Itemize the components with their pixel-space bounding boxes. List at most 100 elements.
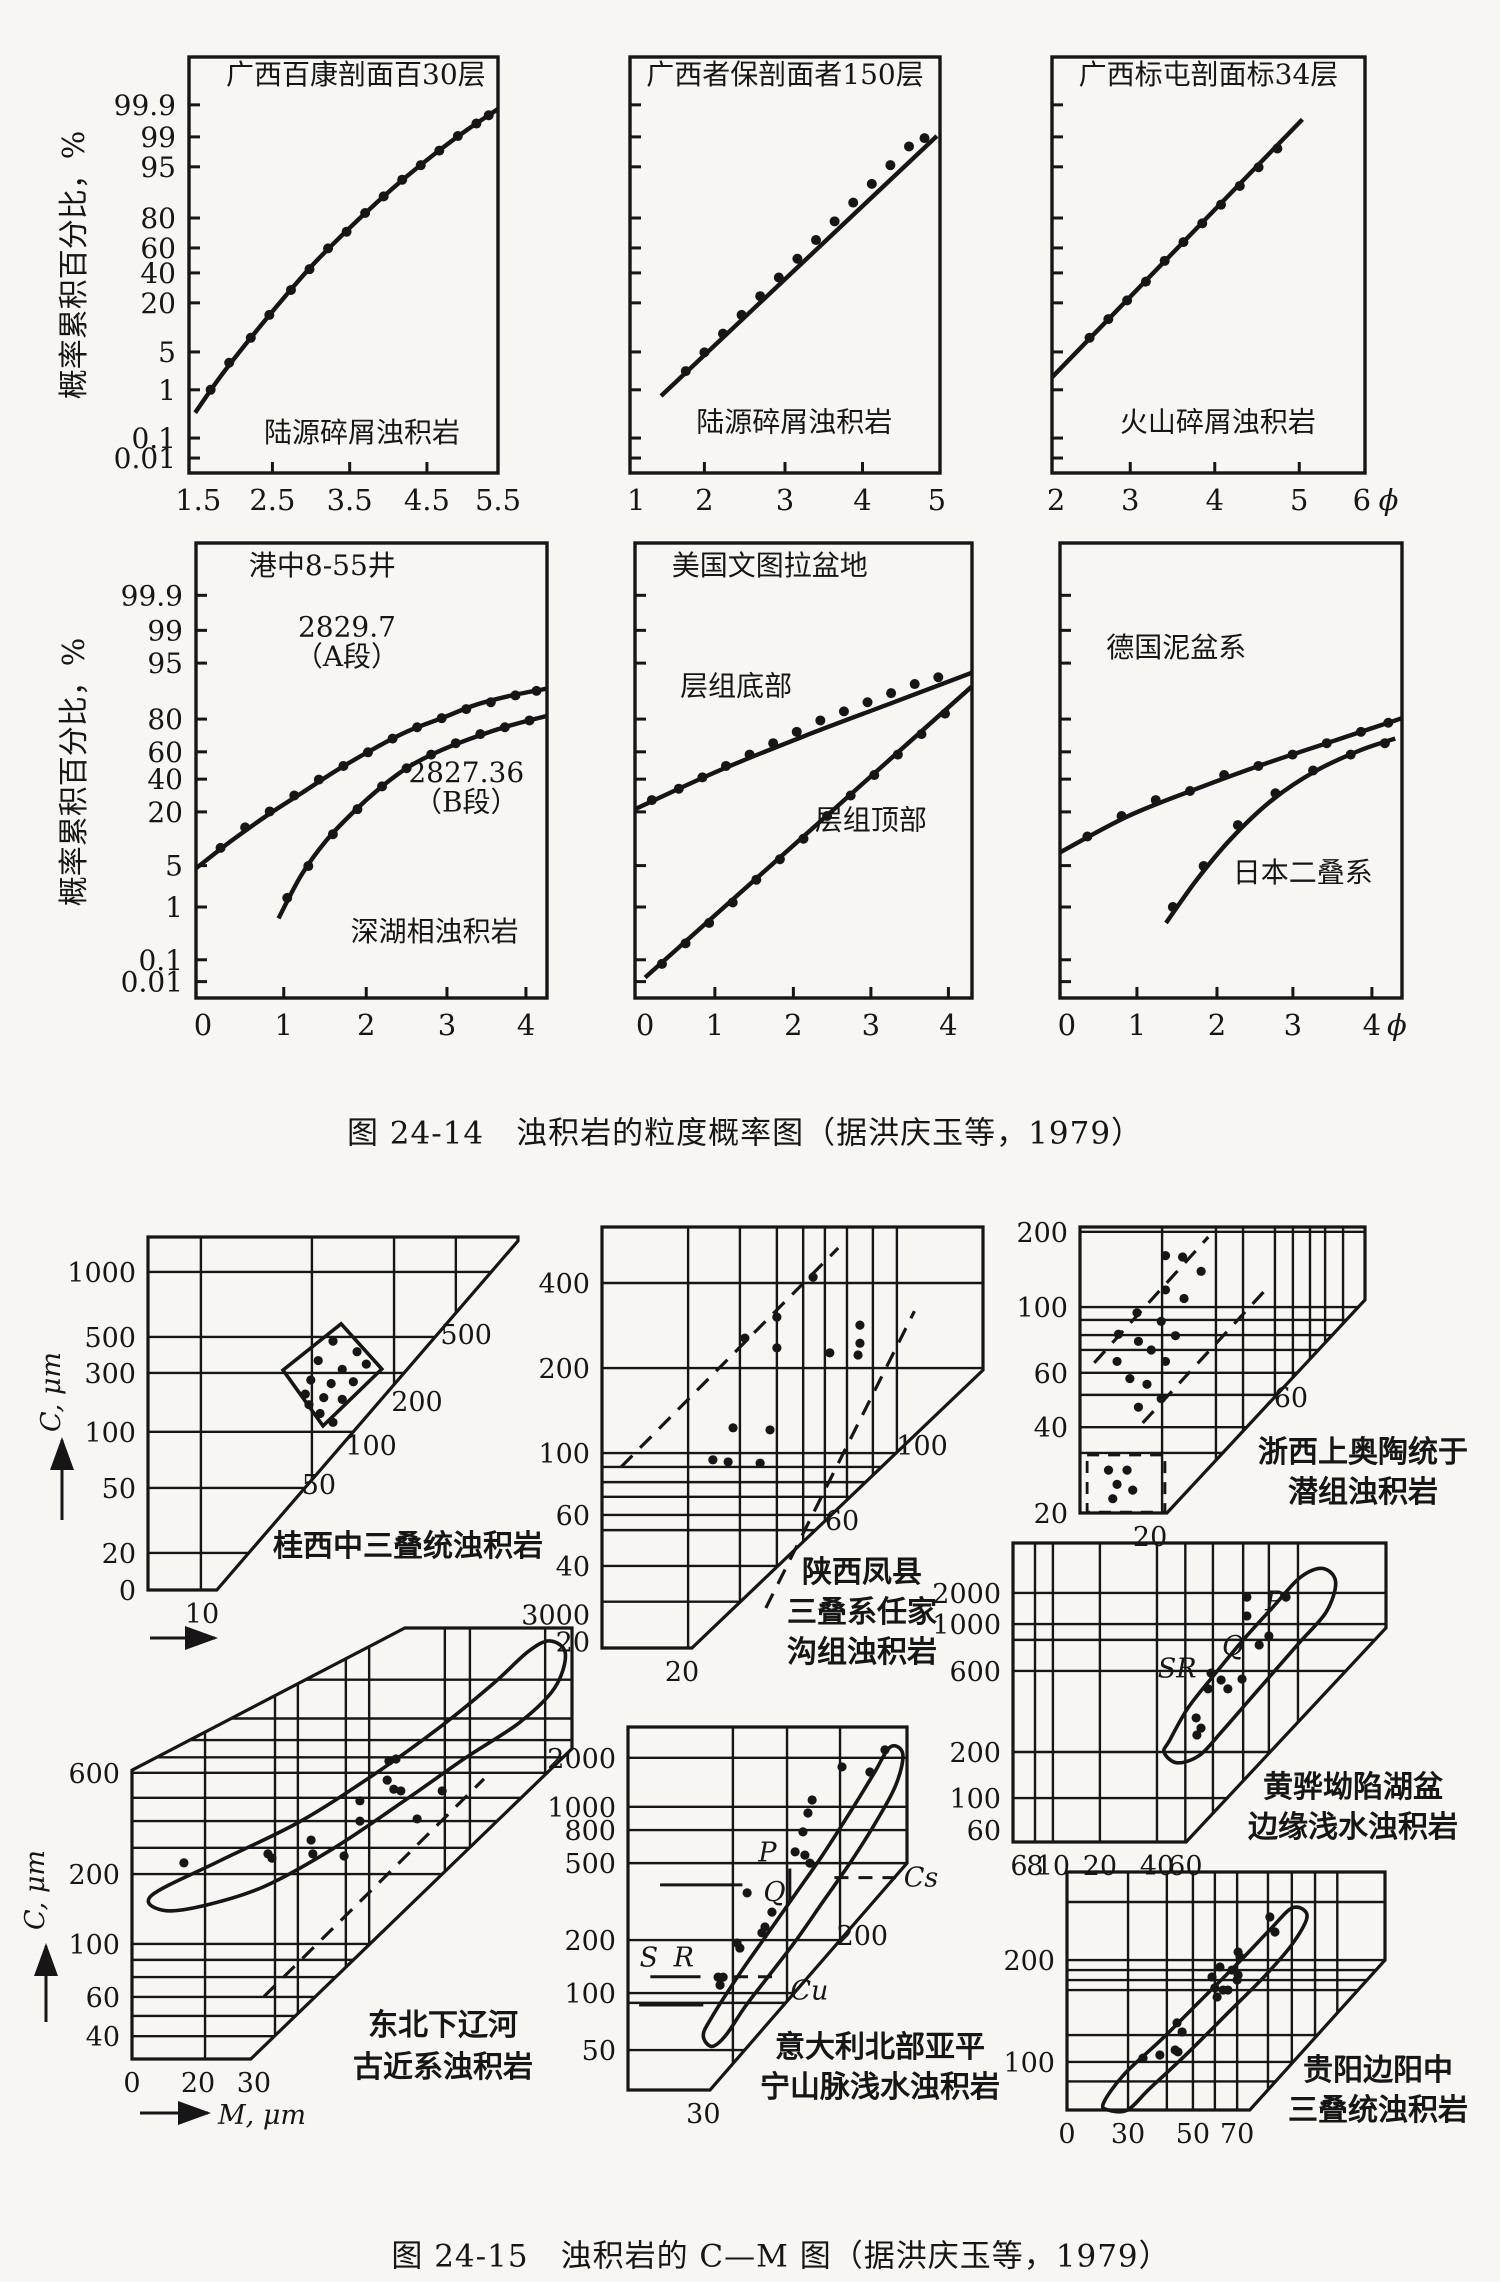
plot-annotation: 火山碎屑浊积岩 — [1120, 405, 1316, 438]
data-point — [1116, 811, 1127, 821]
cm-caption-shanxi: 沟组浊积岩 — [787, 1635, 937, 1670]
data-point — [720, 760, 731, 771]
chart-outline-italy — [626, 1725, 909, 2092]
data-point — [892, 749, 903, 760]
scatter-point — [735, 1943, 745, 1953]
cm-x-label: 30 — [1111, 2119, 1145, 2150]
x-tick-label: 2 — [1208, 1008, 1226, 1042]
scatter-point — [1133, 1336, 1144, 1346]
cm-x-label: 60 — [1168, 1851, 1202, 1882]
cm-x-label: 40 — [1140, 1851, 1174, 1882]
data-point — [704, 917, 715, 928]
cm-y-label: 300 — [84, 1359, 136, 1390]
plot-frame-gangzhong — [194, 541, 549, 1000]
scatter-point — [412, 1814, 422, 1824]
cm-y-label: 40 — [556, 1552, 590, 1583]
y-tick-label: 1 — [158, 374, 176, 407]
cm-y-label: 2000 — [932, 1579, 1001, 1610]
y-tick-label: 0.01 — [121, 966, 183, 999]
scatter-point — [1191, 1713, 1201, 1723]
data-point — [727, 897, 738, 908]
cm-x-label: 0 — [123, 2068, 140, 2099]
plot-title-baikang: 广西百康剖面百30层 — [226, 58, 486, 91]
data-point — [461, 704, 472, 715]
scatter-point — [772, 1312, 782, 1322]
cm-y-label: 200 — [564, 1926, 616, 1957]
dashed-envelope-line — [262, 1777, 486, 1998]
scatter-point — [179, 1858, 189, 1868]
scatter-point — [267, 1853, 277, 1863]
data-point — [718, 328, 728, 339]
scatter-point — [352, 1347, 362, 1357]
plot-title-zhebao: 广西者保剖面者150层 — [646, 58, 923, 91]
x-tick-label: 3 — [862, 1008, 880, 1042]
data-point — [1232, 820, 1243, 831]
data-point — [264, 806, 275, 817]
cm-x-label: 20 — [1133, 1522, 1167, 1553]
cm-annotation: S — [640, 1943, 659, 1974]
data-point — [436, 713, 447, 724]
cm-caption-shanxi: 三叠系任家 — [787, 1595, 937, 1630]
data-point — [869, 770, 880, 781]
scatter-point — [1108, 1494, 1118, 1504]
cm-annotation: R — [673, 1943, 694, 1974]
scatter-point — [1156, 1394, 1166, 1404]
x-tick-label: 4.5 — [404, 483, 450, 517]
x-tick-label: 5 — [928, 483, 946, 517]
scatter-point — [1179, 1293, 1189, 1304]
plot-frame-ventura — [633, 541, 974, 1000]
cm-x-label: 20 — [665, 1657, 699, 1688]
cm-y-label: 40 — [86, 2022, 120, 2053]
scatter-point — [855, 1320, 865, 1330]
y-tick-label: 40 — [147, 763, 183, 796]
data-point — [240, 822, 251, 833]
cm-y-label: 600 — [949, 1657, 1001, 1688]
data-point — [680, 938, 691, 949]
cm-x-label: 50 — [1176, 2119, 1210, 2150]
cm-caption-zhexi: 潜组浊积岩 — [1288, 1475, 1438, 1510]
data-point — [1219, 770, 1230, 781]
cm-annotation: 100 — [896, 1431, 948, 1462]
x-tick-label: 5.5 — [475, 483, 521, 517]
x-tick-label: 0 — [1058, 1008, 1076, 1042]
scatter-point — [1172, 2018, 1182, 2028]
scatter-point — [1264, 1631, 1274, 1641]
y-tick-label: 40 — [140, 257, 176, 290]
scatter-point — [389, 1784, 399, 1794]
cm-y-label: 500 — [564, 1849, 616, 1880]
cm-y-label: 200 — [68, 1860, 120, 1891]
cm-caption-shanxi: 陕西凤县 — [802, 1555, 922, 1590]
scatter-point — [361, 1359, 371, 1369]
cm-annotation: 60 — [1274, 1383, 1308, 1414]
scatter-point — [728, 1423, 738, 1433]
x-tick-label: ϕ — [1379, 483, 1399, 517]
cm-y-label: 2000 — [547, 1744, 616, 1775]
dashed-envelope-line — [764, 1310, 916, 1609]
y-tick-label: 95 — [147, 647, 183, 680]
scatter-point — [805, 1858, 815, 1868]
cm-annotation: Cu — [790, 1975, 828, 2006]
scatter-point — [790, 1847, 800, 1857]
scatter-point — [708, 1455, 718, 1465]
data-point — [1197, 218, 1208, 229]
scatter-point — [315, 1408, 325, 1419]
axis-unit-label: M, μm — [217, 2100, 306, 2131]
plot-annotation: 层组顶部 — [815, 804, 927, 837]
scatter-point — [1223, 1985, 1233, 1995]
cm-y-label: 200 — [1016, 1218, 1068, 1249]
cm-annotation: 500 — [440, 1320, 492, 1351]
scatter-point — [1242, 1592, 1252, 1602]
y-tick-label: 20 — [147, 796, 183, 829]
data-point — [412, 722, 423, 733]
scatter-point — [853, 1350, 863, 1360]
scatter-point — [337, 1364, 347, 1374]
data-point — [415, 160, 426, 171]
cm-y-label: 100 — [1003, 2048, 1055, 2079]
data-point — [338, 760, 349, 771]
data-point — [397, 174, 408, 185]
data-point — [483, 110, 494, 121]
cm-y-label: 1000 — [932, 1610, 1001, 1641]
dashed-box — [1085, 1453, 1167, 1514]
x-tick-label: 5 — [1290, 483, 1308, 517]
scatter-point — [1235, 1952, 1245, 1962]
